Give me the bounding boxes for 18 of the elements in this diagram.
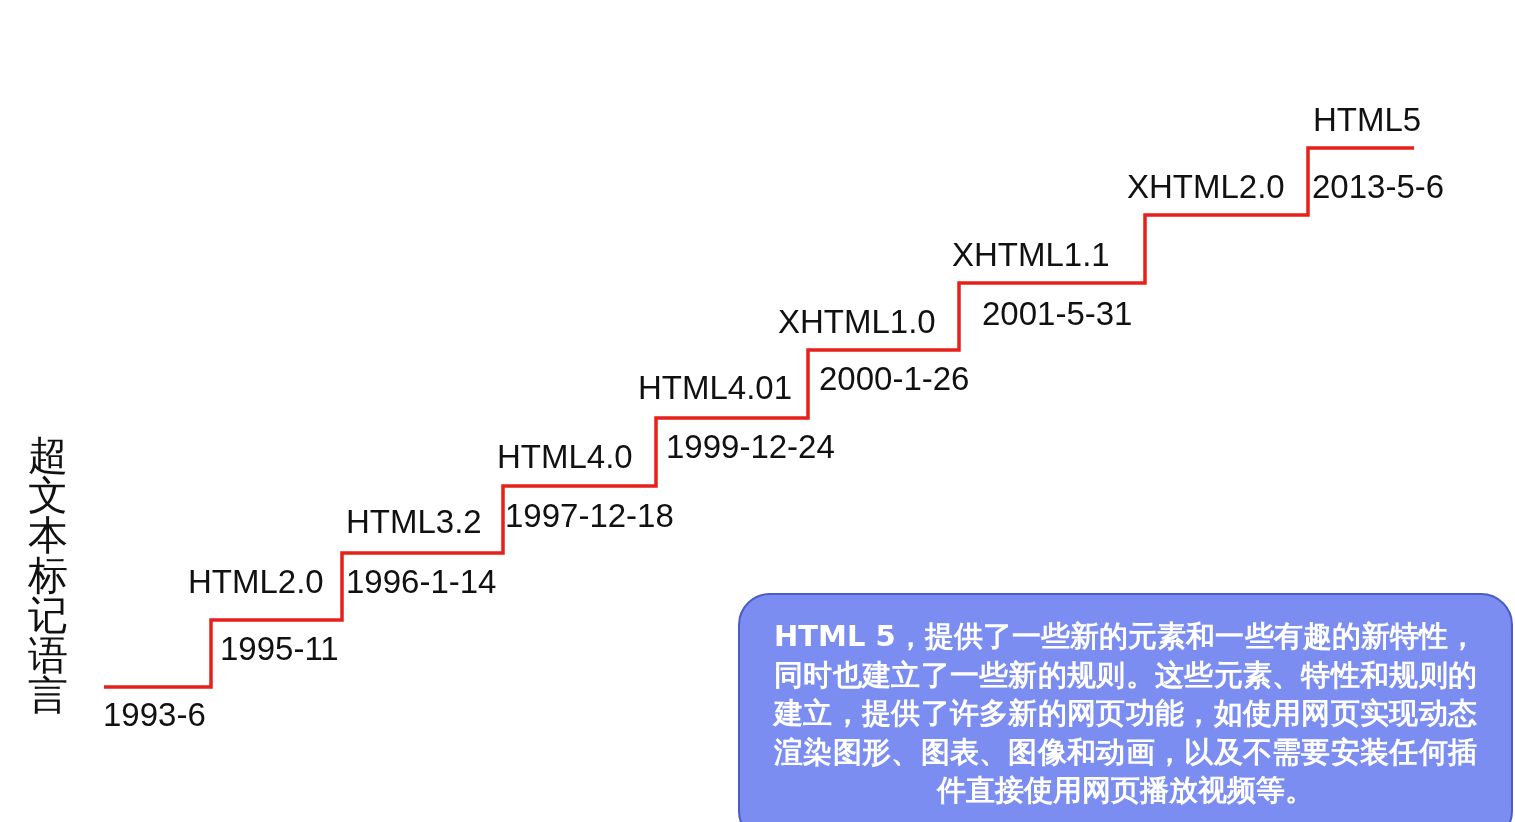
date-label: 2013-5-6	[1312, 169, 1445, 205]
date-label: 1995-11	[220, 631, 339, 667]
version-label: HTML5	[1313, 102, 1422, 138]
version-label: XHTML2.0	[1127, 169, 1285, 205]
date-label: 2000-1-26	[819, 361, 970, 397]
date-label: 2001-5-31	[982, 296, 1133, 332]
vertical-title: 超文本标记语言	[28, 435, 68, 715]
version-label: HTML4.0	[497, 439, 633, 475]
version-label: HTML4.01	[638, 370, 793, 406]
callout-box: HTML 5，提供了一些新的元素和一些有趣的新特性，同时也建立了一些新的规则。这些元素、特性和规则的建立，提供了许多新的网页功能，如使用网页实现动态渲染图形、图表、图像和动画，以及不需要安装任何插件直接使用网页播放视频等。	[738, 593, 1513, 822]
date-label: 1999-12-24	[666, 429, 835, 465]
version-label: HTML3.2	[346, 504, 482, 540]
version-label: XHTML1.0	[778, 304, 936, 340]
version-label: XHTML1.1	[952, 237, 1110, 273]
version-label: HTML2.0	[188, 564, 324, 600]
date-label: 1993-6	[103, 697, 206, 733]
date-label: 1997-12-18	[505, 498, 674, 534]
date-label: 1996-1-14	[346, 564, 497, 600]
